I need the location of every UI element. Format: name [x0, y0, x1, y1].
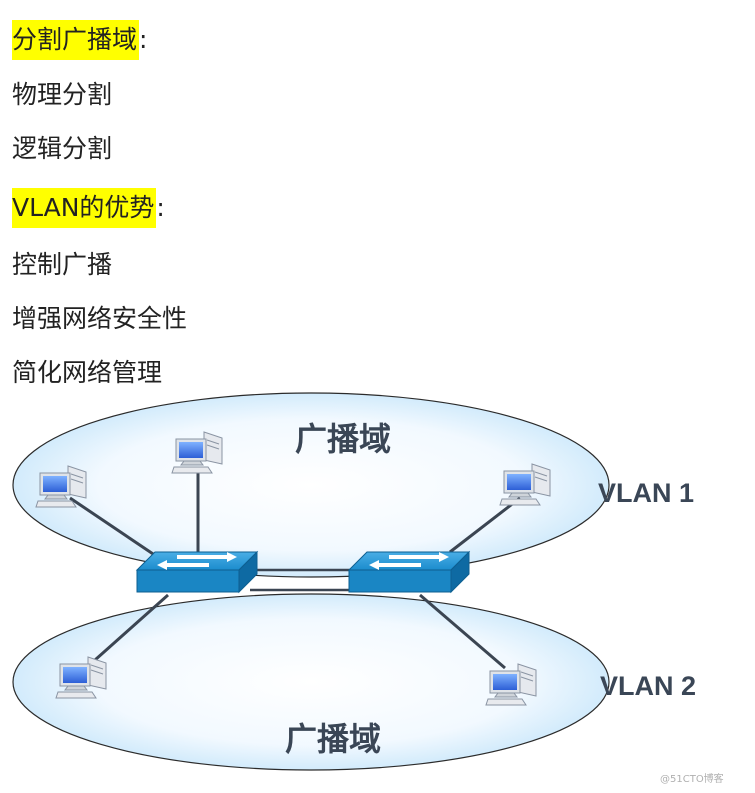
vlan1-label: VLAN 1	[598, 478, 694, 508]
list-item: 简化网络管理	[12, 358, 163, 387]
network-links	[69, 470, 521, 670]
list-item: 控制广播	[12, 250, 113, 279]
vlan2-ellipse	[12, 593, 610, 771]
highlighted-heading: VLAN的优势	[12, 188, 157, 228]
list-item: 物理分割	[12, 80, 113, 109]
highlighted-heading: 分割广播域	[12, 20, 140, 60]
vlan1-ellipse	[12, 392, 610, 578]
watermark: @51CTO博客	[660, 772, 724, 785]
vlan-diagram: 广播域 VLAN 1 VLAN 2 广播域 @51CTO博客	[12, 392, 724, 785]
switch-icon	[348, 551, 470, 593]
section-heading-vlan: VLAN的优势:	[12, 188, 165, 228]
list-item: 逻辑分割	[12, 134, 113, 163]
colon: :	[156, 193, 165, 222]
vlan2-label: VLAN 2	[600, 671, 696, 701]
section-heading-broadcast: 分割广播域:	[12, 20, 147, 60]
colon: :	[139, 25, 148, 54]
broadcast-domain-label-bottom: 广播域	[285, 720, 381, 758]
list-item: 增强网络安全性	[12, 304, 188, 333]
trunk-link	[250, 568, 355, 592]
broadcast-domain-label-top: 广播域	[295, 420, 391, 458]
switch-icon	[136, 551, 258, 593]
